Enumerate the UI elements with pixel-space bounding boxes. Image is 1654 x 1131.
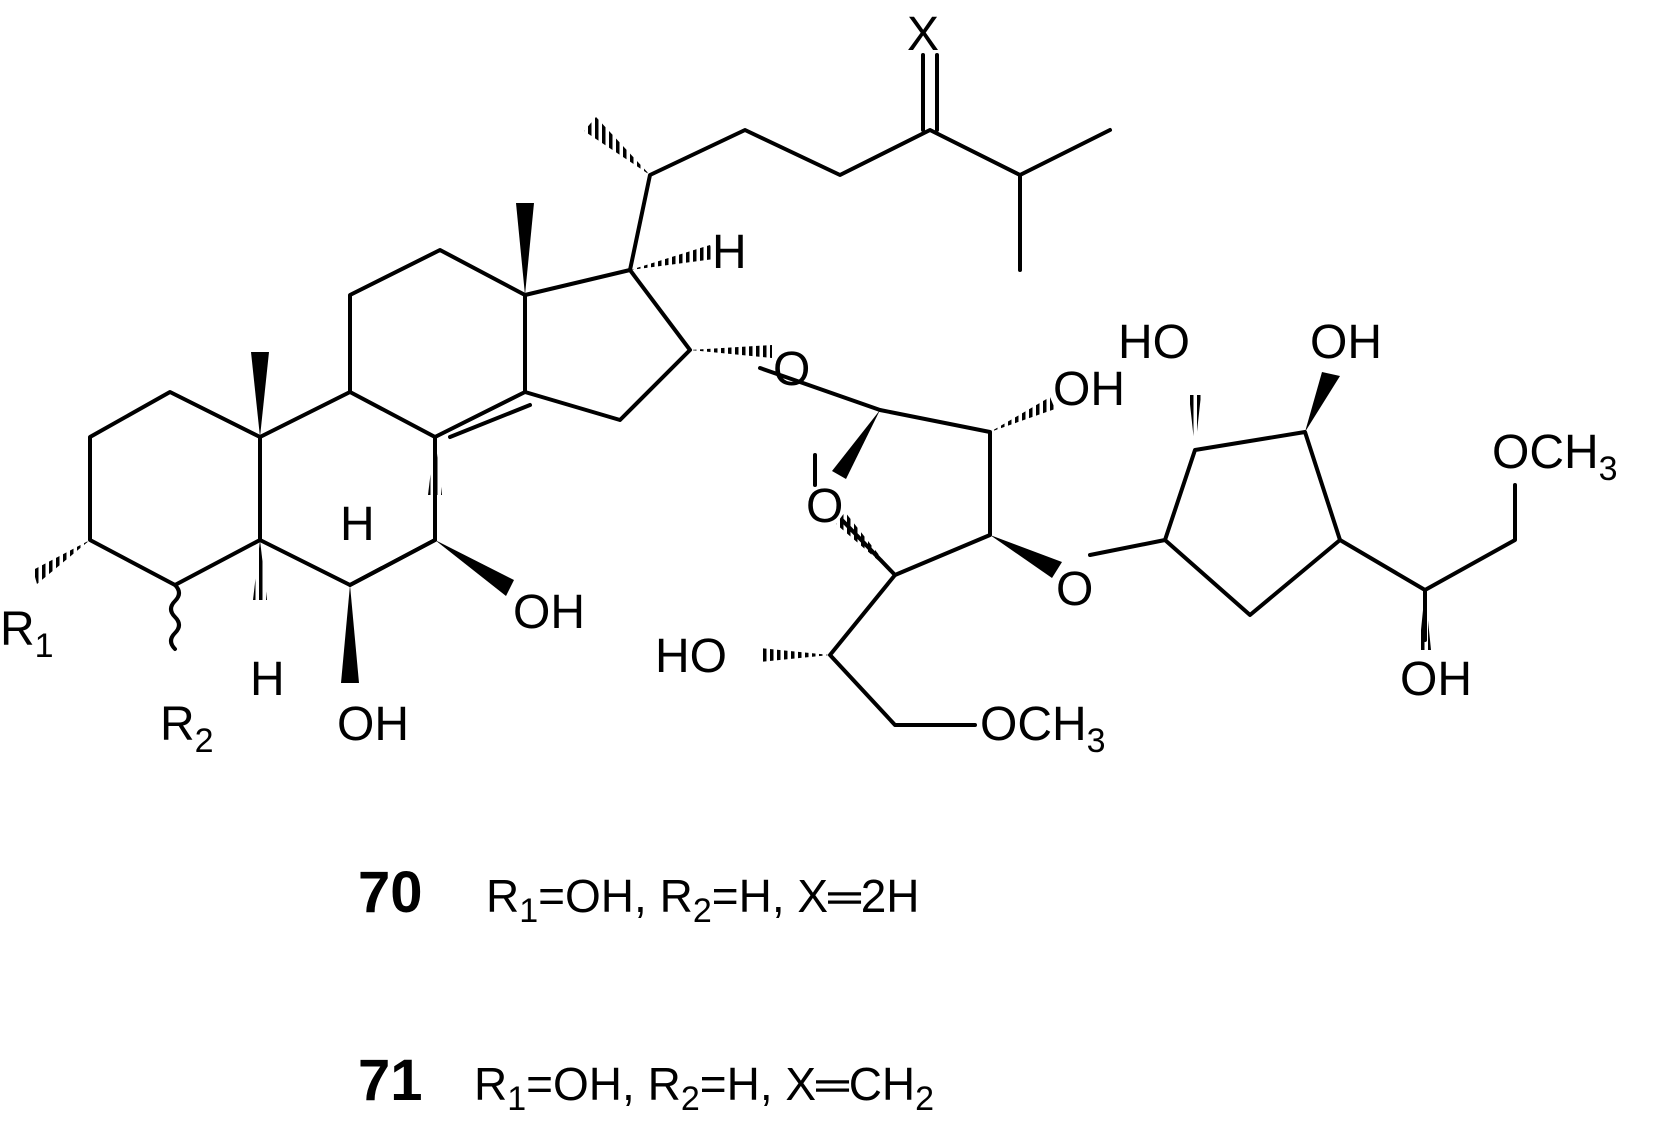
atom-h5: H xyxy=(250,653,285,706)
hashed-bond-c17-h xyxy=(630,245,714,270)
wedge-bond-c3-o-link xyxy=(990,535,1062,578)
atom-ho-left: HO xyxy=(655,630,727,683)
atom-oh-c: OH xyxy=(1400,653,1472,706)
hashed-bond-c3-r1 xyxy=(33,540,90,584)
atom-oh6: OH xyxy=(337,698,409,751)
atom-oh7: OH xyxy=(513,586,585,639)
hashed-bond-ho-b xyxy=(1189,395,1201,450)
hashed-bond-ho-left xyxy=(760,648,830,662)
ring-a xyxy=(88,390,262,587)
ring-c xyxy=(348,248,527,439)
double-bond-c8-c14 xyxy=(448,403,532,439)
atom-h17: H xyxy=(712,226,747,279)
hashed-bond-ring-o xyxy=(836,512,895,575)
atom-och3-b: OCH3 xyxy=(1492,426,1618,488)
compound-number: 70 xyxy=(358,860,423,925)
wedge-bond-c6-oh xyxy=(341,585,359,683)
hashed-bond-c5-h xyxy=(253,540,267,600)
atom-h9: H xyxy=(340,498,375,551)
atom-r2: R2 xyxy=(160,698,214,760)
sugar-a-links xyxy=(758,366,977,727)
hashed-bond-c20-methyl xyxy=(584,117,650,175)
hashed-bond-oh-c xyxy=(1419,590,1431,650)
hashed-bond-sugar-a-oh xyxy=(990,397,1055,432)
compound-caption-70: 70 R1=OH, R2=H, X═2H xyxy=(358,860,920,930)
wedge-bond-sugar-b-oh xyxy=(1305,372,1340,432)
atom-oh-b: OH xyxy=(1310,316,1382,369)
double-bond-c-x xyxy=(921,53,939,132)
atom-ho-b: HO xyxy=(1118,316,1190,369)
compound-caption-71: 71 R1=OH, R2=H, X═CH2 xyxy=(358,1048,934,1118)
compound-number: 71 xyxy=(358,1048,423,1113)
hashed-bond-c9-h xyxy=(428,437,442,495)
hashed-bond-c16-o xyxy=(690,345,772,358)
wedge-bond-anomeric-o xyxy=(832,410,880,479)
atom-x: X xyxy=(907,8,939,61)
wedge-bond-c7-oh xyxy=(435,540,514,596)
atom-o-link: O xyxy=(1056,563,1093,616)
atom-r1: R1 xyxy=(0,603,54,665)
compound-substituents: R1=OH, R2=H, X═CH2 xyxy=(474,1058,934,1118)
atom-oh-a: OH xyxy=(1053,363,1125,416)
oh6-bond xyxy=(348,538,437,587)
atom-o-glycosidic: O xyxy=(773,343,810,396)
ring-d xyxy=(523,268,692,422)
compound-substituents: R1=OH, R2=H, X═2H xyxy=(486,870,920,930)
sugar-ring-b xyxy=(1088,430,1342,617)
wedge-bond-c10-methyl xyxy=(251,352,269,437)
atom-och3-a: OCH3 xyxy=(980,698,1106,760)
wedge-bond-c13-methyl xyxy=(516,203,534,295)
atom-o-ring-a: O xyxy=(806,480,843,533)
wavy-bond-c4-r2 xyxy=(169,583,181,651)
